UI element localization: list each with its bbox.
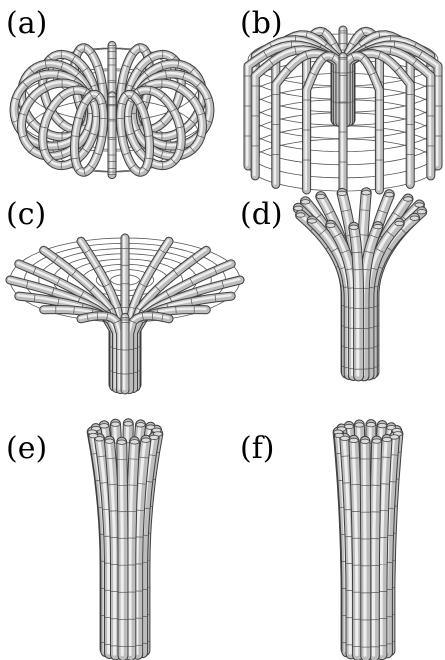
disk-to-bundle-rod-illustration xyxy=(9,237,240,390)
panel-label-b: (b) xyxy=(240,6,283,41)
flared-bundle-rod-illustration xyxy=(294,191,426,376)
straight-bundle-rod-illustration xyxy=(334,422,403,656)
panel-label-d: (d) xyxy=(240,197,283,232)
panel-label-c: (c) xyxy=(6,197,46,232)
panel-label-a: (a) xyxy=(6,6,47,41)
tapered-bundle-rod-illustration xyxy=(88,422,163,656)
cylinder-cage-rod-illustration xyxy=(245,29,442,192)
torus-rod-illustration xyxy=(13,44,212,175)
panel-label-e: (e) xyxy=(6,431,47,466)
panel-label-f: (f) xyxy=(240,431,275,466)
